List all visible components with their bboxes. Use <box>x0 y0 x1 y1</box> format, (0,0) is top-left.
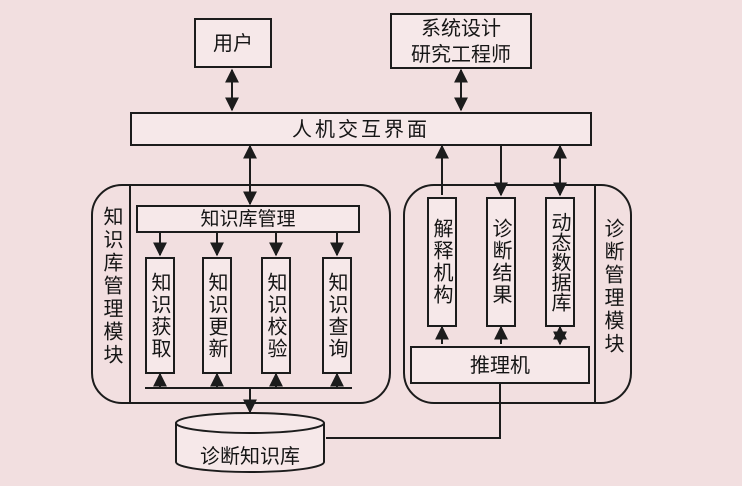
kb-mgmt-box: 知识库管理 <box>136 205 360 233</box>
diag-kb-cylinder-top <box>175 412 325 434</box>
kb-module-container <box>91 184 391 404</box>
explain-box: 解释机构 <box>427 197 457 327</box>
result-box: 诊断结果 <box>486 197 516 327</box>
kb-acquire-box: 知识获取 <box>145 257 175 374</box>
diag-kb-label: 诊断知识库 <box>200 444 300 468</box>
engineer-box: 系统设计 研究工程师 <box>390 13 532 69</box>
kb-verify-box: 知识校验 <box>261 257 291 374</box>
engineer-line-2: 研究工程师 <box>411 42 511 66</box>
dynamic-db-box: 动态数据库 <box>545 197 575 327</box>
inference-box: 推理机 <box>410 346 590 384</box>
diag-module-label: 诊断管理模块 <box>601 218 625 356</box>
kb-module-label: 知识库管理模块 <box>100 206 124 367</box>
link-diagkb-inference <box>326 384 501 439</box>
kb-query-box: 知识查询 <box>322 257 352 374</box>
user-box: 用户 <box>194 18 272 68</box>
hci-box: 人机交互界面 <box>130 112 592 146</box>
diag-module-container <box>403 184 632 404</box>
engineer-line-1: 系统设计 <box>421 16 501 40</box>
diag-kb-cylinder <box>175 423 325 473</box>
kb-update-box: 知识更新 <box>202 257 232 374</box>
